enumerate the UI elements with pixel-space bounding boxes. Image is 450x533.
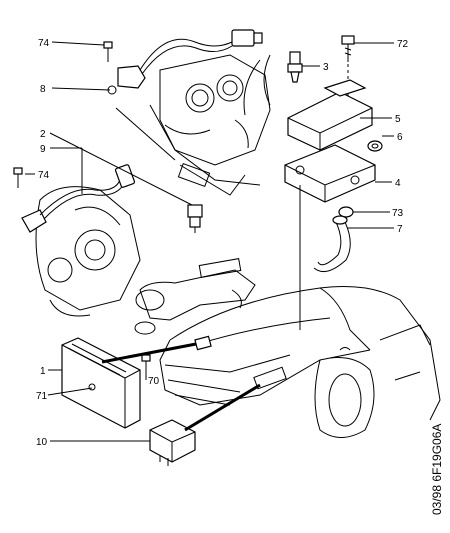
intake-duct-drawing — [134, 258, 256, 335]
callout-74-top: 74 — [38, 38, 50, 49]
callout-71: 71 — [36, 391, 48, 402]
timing-cover-drawing — [35, 186, 141, 317]
callout-2: 2 — [40, 129, 46, 140]
relay-10 — [149, 419, 196, 466]
nut-6 — [367, 140, 383, 152]
callout-4: 4 — [395, 178, 401, 189]
relay-location-line — [184, 383, 261, 432]
callout-9: 9 — [40, 144, 46, 155]
temperature-sensor-3 — [263, 51, 303, 106]
callout-1: 1 — [40, 366, 46, 377]
car-front-drawing — [159, 286, 441, 438]
cam-sensor-8 — [107, 29, 263, 95]
engine-intake-drawing — [149, 54, 271, 196]
bolt-72 — [341, 35, 355, 62]
callout-5: 5 — [395, 114, 401, 125]
sensor-2 — [187, 204, 203, 233]
ecu-1 — [61, 337, 141, 429]
leader-lines — [25, 41, 394, 442]
callout-10: 10 — [36, 437, 48, 448]
bracket-cover-5 — [287, 79, 373, 151]
crank-sensor-9 — [21, 164, 136, 233]
callout-70: 70 — [148, 376, 160, 387]
sensor-8-location-line — [115, 107, 176, 161]
drawing-reference-code: 03/98 6F19G06A — [430, 424, 444, 515]
callout-3: 3 — [323, 62, 329, 73]
callout-72: 72 — [397, 39, 409, 50]
callout-7: 7 — [397, 224, 403, 235]
hose-7 — [313, 215, 351, 273]
callout-74-left: 74 — [38, 170, 50, 181]
callout-6: 6 — [397, 132, 403, 143]
callout-8: 8 — [40, 84, 46, 95]
ecu-location-line — [101, 342, 197, 364]
bolt-74b — [13, 167, 23, 188]
callout-73: 73 — [392, 208, 404, 219]
bolt-70 — [141, 354, 151, 378]
bracket-plate-4 — [284, 144, 376, 203]
bolt-74a — [103, 41, 113, 62]
